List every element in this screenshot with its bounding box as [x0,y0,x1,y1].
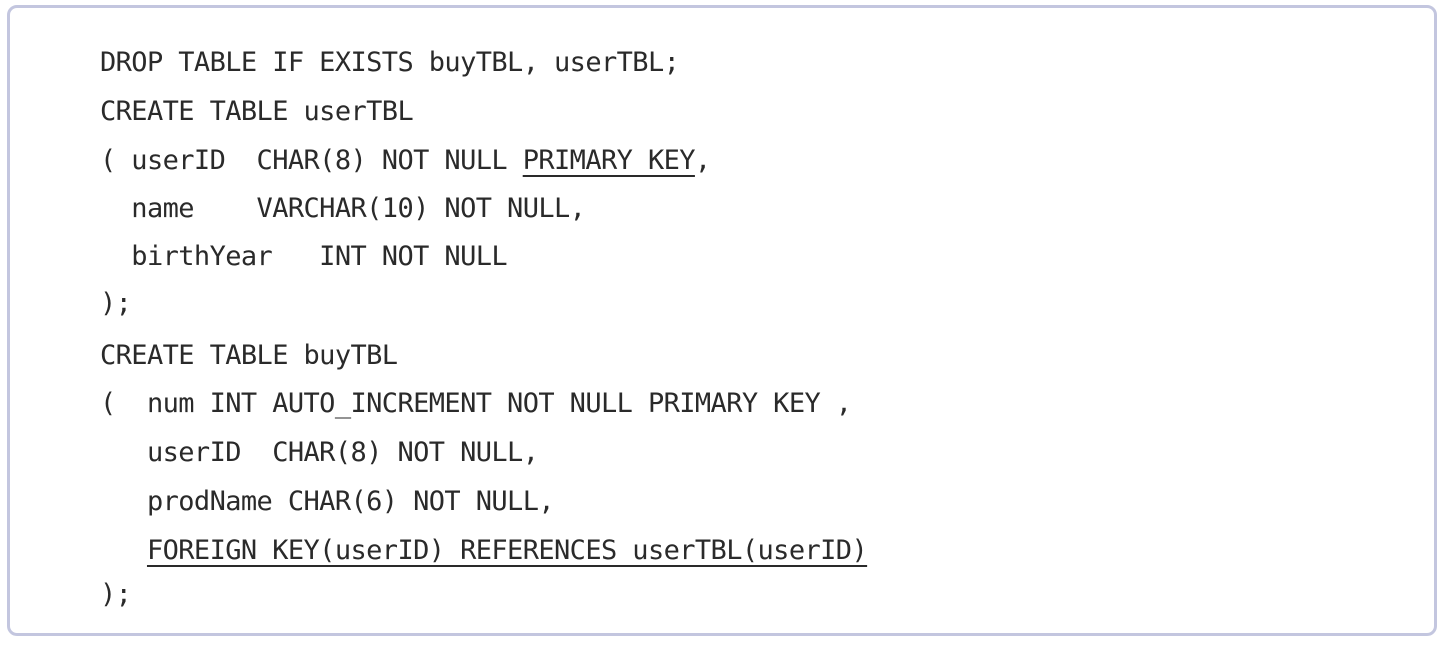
code-text: ( userID CHAR(8) NOT NULL [100,145,523,176]
sql-code-box: DROP TABLE IF EXISTS buyTBL, userTBL; CR… [7,5,1437,636]
code-line-prodname-column: prodName CHAR(6) NOT NULL, [100,486,555,517]
code-indent [100,535,147,566]
code-line-create-buytbl: CREATE TABLE buyTBL [100,340,398,371]
code-line-num-column: ( num INT AUTO_INCREMENT NOT NULL PRIMAR… [100,388,852,419]
code-line-userid-fk-column: userID CHAR(8) NOT NULL, [100,437,539,468]
foreign-key-underlined: FOREIGN KEY(userID) REFERENCES userTBL(u… [146,535,868,566]
code-line-foreign-key: FOREIGN KEY(userID) REFERENCES userTBL(u… [100,531,868,571]
code-line-drop-table: DROP TABLE IF EXISTS buyTBL, userTBL; [100,47,680,78]
code-line-userid-column: ( userID CHAR(8) NOT NULL PRIMARY KEY, [100,141,711,181]
code-line-create-usertbl: CREATE TABLE userTBL [100,96,414,127]
code-text: , [694,145,711,176]
code-line-close-paren-2: ); [100,579,132,610]
code-line-name-column: name VARCHAR(10) NOT NULL, [100,193,586,224]
primary-key-underlined: PRIMARY KEY [522,145,696,176]
code-line-close-paren: ); [100,288,132,319]
code-line-birthyear-column: birthYear INT NOT NULL [100,241,508,272]
